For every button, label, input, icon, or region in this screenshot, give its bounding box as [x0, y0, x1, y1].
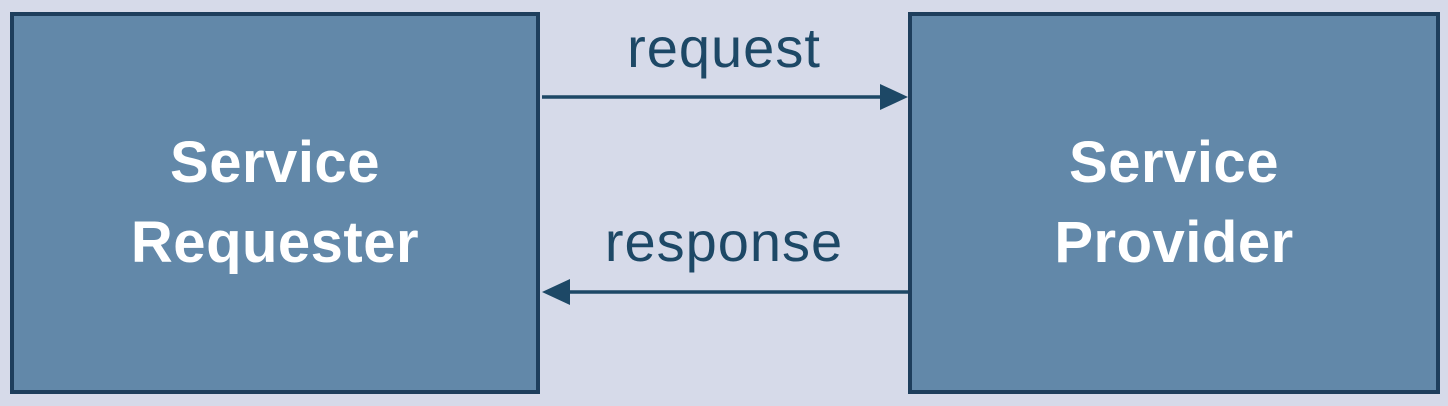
response-label: response: [604, 210, 844, 273]
node-label-line: Service: [1069, 130, 1279, 195]
request-label: request: [627, 16, 821, 79]
request-arrowhead-icon: [880, 84, 908, 110]
node-label-line: Requester: [130, 210, 420, 275]
node-service-requester: Service Requester: [10, 12, 540, 394]
node-label-line: Provider: [1054, 210, 1294, 275]
node-service-provider: Service Provider: [908, 12, 1440, 394]
response-arrowhead-icon: [542, 279, 570, 305]
node-label-line: Service: [170, 130, 380, 195]
